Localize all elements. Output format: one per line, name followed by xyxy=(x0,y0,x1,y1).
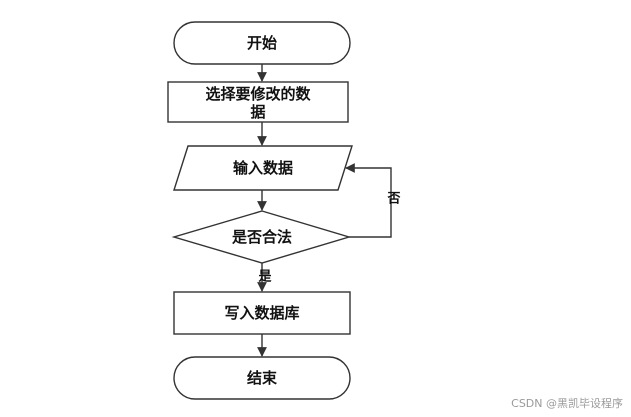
write-db-label: 写入数据库 xyxy=(224,304,299,322)
arrow-no-loop xyxy=(345,163,392,238)
decision-node: 是否合法 xyxy=(171,210,352,264)
csdn-watermark: CSDN @黑凯毕设程序 xyxy=(511,397,623,410)
select-data-label-line2: 据 xyxy=(250,103,265,121)
yes-label: 是 xyxy=(257,270,272,285)
select-data-node: 选择要修改的数 据 xyxy=(167,81,349,123)
no-label: 否 xyxy=(386,192,400,207)
end-node-label: 结束 xyxy=(247,369,278,387)
start-node: 开始 xyxy=(173,21,351,65)
select-data-label-line1: 选择要修改的数 xyxy=(205,85,311,103)
input-data-label: 输入数据 xyxy=(233,159,293,177)
write-db-node: 写入数据库 xyxy=(173,291,351,335)
decision-label: 是否合法 xyxy=(231,228,292,246)
end-node: 结束 xyxy=(173,356,351,400)
start-node-label: 开始 xyxy=(247,34,277,52)
input-data-node: 输入数据 xyxy=(173,145,353,191)
